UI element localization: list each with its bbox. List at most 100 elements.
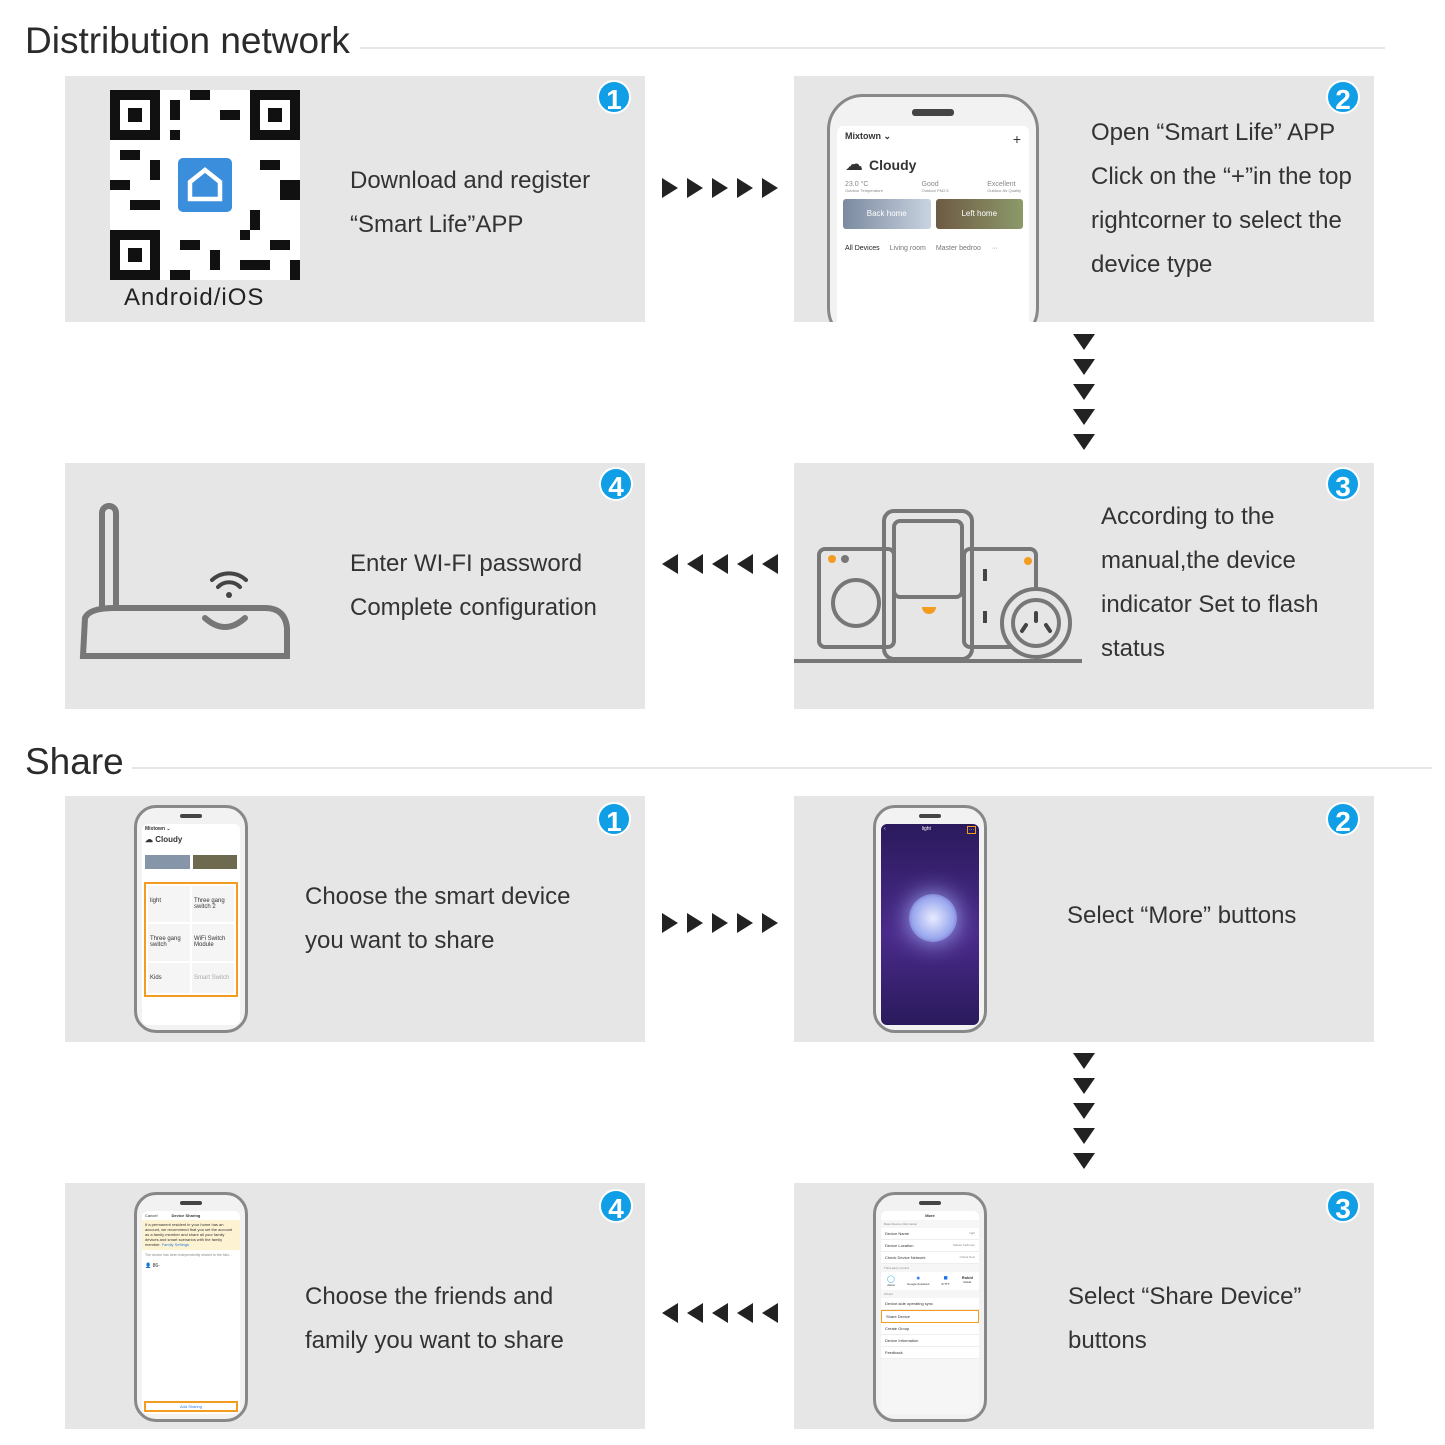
device-card[interactable]: Three gang switch	[148, 924, 190, 961]
tab-living-room[interactable]: Living room	[889, 245, 926, 252]
section-title-share: Share	[25, 741, 132, 783]
step-description: Enter WI-FI password Complete configurat…	[350, 542, 597, 630]
step-description: Open “Smart Life” APP Click on the “+”in…	[1091, 111, 1352, 287]
light-bulb-button[interactable]	[909, 894, 957, 942]
cloud-icon: ☁	[845, 154, 863, 174]
ifttt-service[interactable]: ■IFTTT	[941, 1275, 950, 1286]
phone-mockup: Mixtown ⌄ ☁ Cloudy light Three gang swit…	[134, 805, 248, 1033]
air-label: Outdoor Air Quality	[987, 188, 1021, 193]
device-card[interactable]: light	[148, 886, 190, 923]
step-number-badge: 3	[1326, 1189, 1360, 1224]
text-line: rightcorner to select the	[1091, 207, 1342, 234]
text-line: Download and register	[350, 167, 591, 194]
text-line: Complete configuration	[350, 594, 597, 621]
step-description: According to the manual,the device indic…	[1101, 495, 1318, 671]
section-title-distribution: Distribution network	[25, 20, 358, 62]
add-sharing-button[interactable]: Add Sharing	[144, 1401, 238, 1412]
text-line: Click on the “+”in the top	[1091, 163, 1352, 190]
scene-left-home[interactable]: Left home	[935, 199, 1023, 229]
location-label[interactable]: Mixtown ⌄	[145, 826, 171, 832]
device-title: light	[921, 826, 931, 832]
weather-label: Cloudy	[869, 156, 917, 173]
screen-title: More	[881, 1211, 979, 1220]
alexa-service[interactable]: ◯Alexa	[887, 1276, 895, 1287]
phone-mockup: More Basic Device Information Device Nam…	[873, 1192, 987, 1422]
text-line: device type	[1091, 251, 1213, 278]
step-panel-download: Android/iOS 1 Download and register “Sma…	[65, 76, 645, 322]
section-label: Third-party Control	[884, 1266, 910, 1270]
platform-caption: Android/iOS	[124, 284, 265, 311]
tab-all-devices[interactable]: All Devices	[845, 245, 880, 252]
step-panel-device-flash: 3 According to the manual,the device ind…	[794, 463, 1374, 709]
add-device-button[interactable]: +	[1012, 131, 1021, 147]
settings-row[interactable]: Device-side operating sync	[881, 1298, 979, 1310]
step-panel-more: ‹light··· 2 Select “More” buttons	[794, 796, 1374, 1042]
arrows-left	[662, 554, 778, 574]
more-tabs-icon[interactable]: ···	[990, 245, 998, 252]
step-number-badge: 4	[599, 1189, 633, 1224]
step-description: Download and register “Smart Life”APP	[350, 159, 590, 247]
text-line: Open “Smart Life” APP	[1091, 119, 1336, 146]
arrows-right	[662, 178, 778, 198]
device-list-highlight: light Three gang switch 2 Three gang swi…	[144, 882, 238, 997]
step-panel-share-device: More Basic Device Information Device Nam…	[794, 1183, 1374, 1429]
step-number-badge: 2	[1326, 802, 1360, 837]
share-device-row[interactable]: Share Device	[881, 1310, 979, 1323]
step-description: Select “More” buttons	[1067, 894, 1296, 938]
family-settings-link[interactable]: Family Settings	[161, 1242, 190, 1247]
member-item[interactable]: 86-	[152, 1263, 160, 1269]
google-assistant-service[interactable]: ●Google Assistant	[906, 1275, 930, 1286]
step-number-badge: 2	[1326, 80, 1360, 115]
step-description: Choose the friends and family you want t…	[305, 1275, 564, 1363]
divider	[132, 767, 1432, 769]
screen-title: Device Sharing	[171, 1213, 201, 1218]
scene-back-home[interactable]: Back home	[843, 199, 931, 229]
text-line: Enter WI-FI password	[350, 550, 583, 577]
air-value: Excellent	[987, 181, 1016, 188]
step-panel-choose-friends: Cancel Device Sharing If a permanent resi…	[65, 1183, 645, 1429]
step-description: Choose the smart device you want to shar…	[305, 875, 570, 963]
pm-label: Outdoor PM2.5	[921, 188, 949, 193]
device-card[interactable]: WiFi Switch Module	[192, 924, 234, 961]
text-line: manual,the device	[1101, 547, 1296, 574]
section-label: Basic Device Information	[884, 1222, 918, 1226]
text-line: Select “Share Device”	[1068, 1283, 1302, 1310]
text-line: you want to share	[305, 927, 495, 954]
device-card[interactable]: Smart Switch	[192, 962, 234, 993]
arrows-left	[662, 1303, 778, 1323]
weather-label: Cloudy	[155, 835, 183, 844]
tab-master-bedroom[interactable]: Master bedroo	[935, 245, 981, 252]
step-number-badge: 1	[597, 802, 631, 837]
step-number-badge: 1	[597, 80, 631, 115]
text-line: “Smart Life”APP	[350, 211, 524, 238]
text-line: indicator Set to flash	[1101, 591, 1319, 618]
text-line: Choose the smart device	[305, 883, 571, 910]
notice-text: If a permanent resident in your home has…	[145, 1222, 233, 1247]
cancel-button[interactable]: Cancel	[145, 1213, 158, 1218]
settings-row[interactable]: Create Group	[881, 1323, 979, 1335]
temp-value: 23.0 °C	[845, 181, 869, 188]
location-label[interactable]: Mixtown ⌄	[845, 131, 892, 141]
arrows-right	[662, 913, 778, 933]
more-button[interactable]: ···	[966, 826, 976, 834]
section-label: Others	[884, 1292, 894, 1296]
step-description: Select “Share Device” buttons	[1068, 1275, 1301, 1363]
arrows-down	[1073, 334, 1095, 450]
text-line: buttons	[1068, 1327, 1147, 1354]
step-panel-wifi: 4 Enter WI-FI password Complete configur…	[65, 463, 645, 709]
text-line: Select “More” buttons	[1067, 902, 1297, 929]
settings-row[interactable]: Device Information	[881, 1335, 979, 1347]
qr-code-image	[110, 90, 300, 280]
device-card[interactable]: Kids	[148, 962, 190, 993]
device-card[interactable]: Three gang switch 2	[192, 886, 234, 923]
temp-label: Outdoor Temperature	[845, 188, 883, 193]
phone-mockup: Cancel Device Sharing If a permanent resi…	[134, 1192, 248, 1422]
router-icon	[79, 503, 290, 659]
settings-row[interactable]: Feedback	[881, 1347, 979, 1359]
